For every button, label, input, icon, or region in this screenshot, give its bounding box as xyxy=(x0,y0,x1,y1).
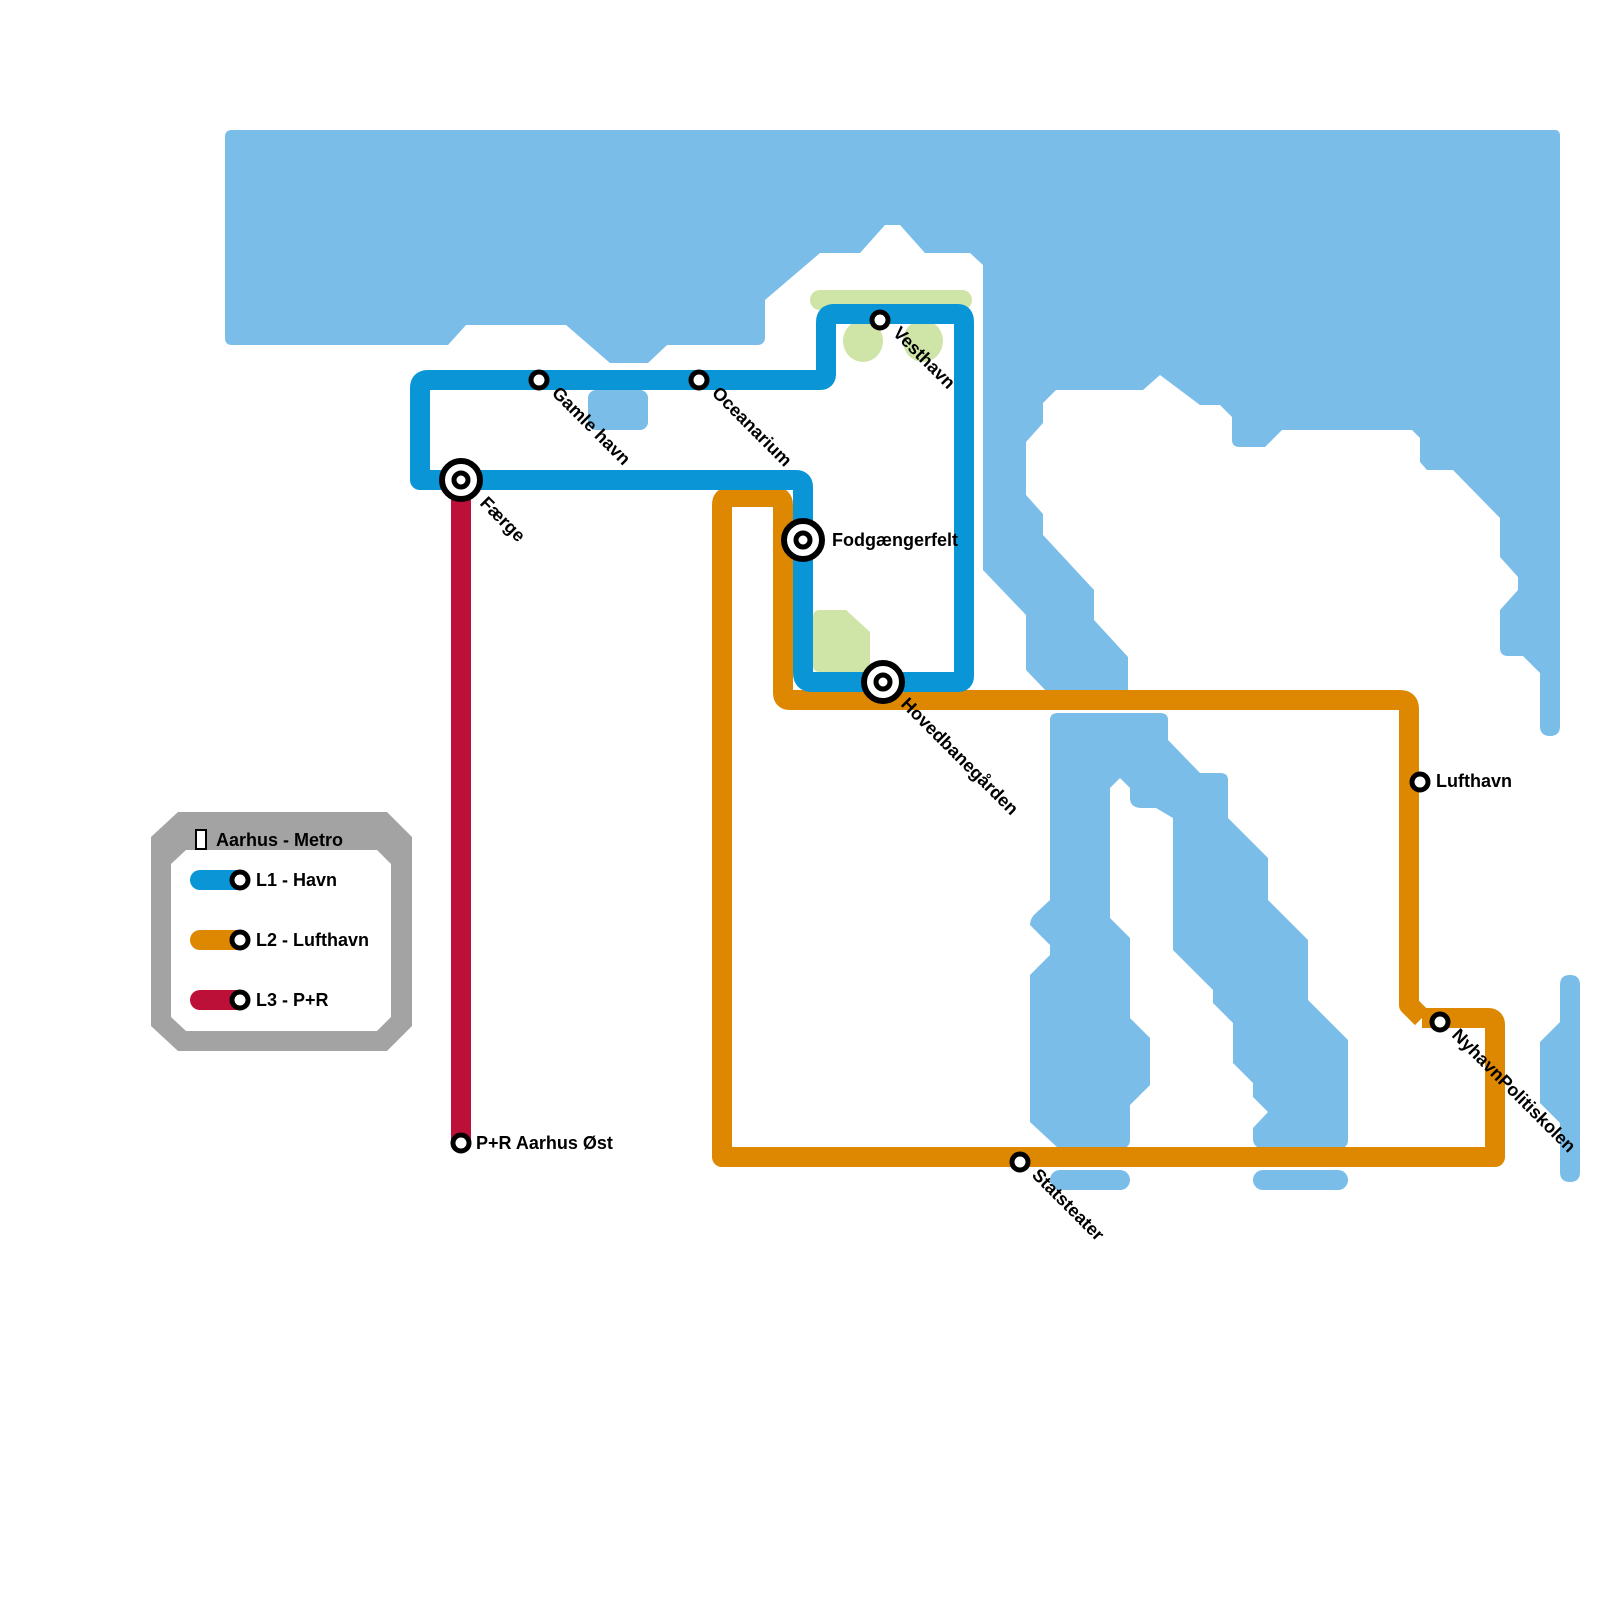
station-label-hovedbanegaarden: Hovedbanegården xyxy=(897,694,1022,819)
legend-title: Aarhus - Metro xyxy=(216,830,343,850)
line-l1-havn[interactable] xyxy=(410,304,974,692)
line-l2-lufthavn[interactable] xyxy=(712,487,1505,1167)
station-label-lufthavn: Lufthavn xyxy=(1436,771,1512,791)
station-marker[interactable] xyxy=(869,309,891,331)
legend-item-l2: L2 - Lufthavn xyxy=(190,929,369,951)
park-block-south xyxy=(813,610,870,672)
station-marker[interactable] xyxy=(688,369,710,391)
line-l1-path[interactable] xyxy=(410,304,974,692)
park-circle-east xyxy=(903,320,943,362)
station-pr-aarhus-oest[interactable]: P+R Aarhus Øst xyxy=(450,1132,613,1154)
water-east-edge xyxy=(1540,975,1580,1182)
water-main-bay xyxy=(225,130,1560,736)
station-statsteater[interactable]: Statsteater xyxy=(1009,1151,1108,1245)
interchange-dot xyxy=(451,470,471,490)
line-l2-path[interactable] xyxy=(712,487,1505,1167)
station-label-faerge: Færge xyxy=(476,493,529,546)
station-lufthavn[interactable]: Lufthavn xyxy=(1409,771,1512,793)
legend-station-icon xyxy=(229,929,251,951)
water-layer xyxy=(225,130,1580,1190)
water-pond-gamle-havn xyxy=(588,390,648,430)
station-marker[interactable] xyxy=(528,369,550,391)
station-marker[interactable] xyxy=(450,1132,472,1154)
unknown-glyph-box-icon xyxy=(195,829,207,850)
water-strip-statsteater xyxy=(1050,1170,1130,1190)
legend-item-l3: L3 - P+R xyxy=(190,989,329,1011)
legend-station-icon xyxy=(229,869,251,891)
water-strip-south xyxy=(1253,1170,1348,1190)
legend-label-l2: L2 - Lufthavn xyxy=(256,930,369,950)
station-label-pr-aarhus-oest: P+R Aarhus Øst xyxy=(476,1133,613,1153)
station-marker[interactable] xyxy=(1009,1151,1031,1173)
legend-item-l1: L1 - Havn xyxy=(190,869,337,891)
interchange-dot xyxy=(793,530,813,550)
station-label-fodgaengerfelt: Fodgængerfelt xyxy=(832,530,958,550)
interchange-dot xyxy=(873,672,893,692)
legend: Aarhus - Metro L1 - Havn L2 - Lufthavn L… xyxy=(151,812,412,1051)
water-canal-central xyxy=(1030,713,1348,1148)
legend-label-l3: L3 - P+R xyxy=(256,990,329,1010)
station-fodgaengerfelt[interactable]: Fodgængerfelt xyxy=(781,518,958,562)
park-circle-west xyxy=(843,320,883,362)
station-label-oceanarium: Oceanarium xyxy=(708,383,796,471)
legend-label-l1: L1 - Havn xyxy=(256,870,337,890)
station-marker[interactable] xyxy=(1429,1011,1451,1033)
legend-panel xyxy=(171,850,391,1031)
station-marker[interactable] xyxy=(1409,771,1431,793)
legend-station-icon xyxy=(229,989,251,1011)
